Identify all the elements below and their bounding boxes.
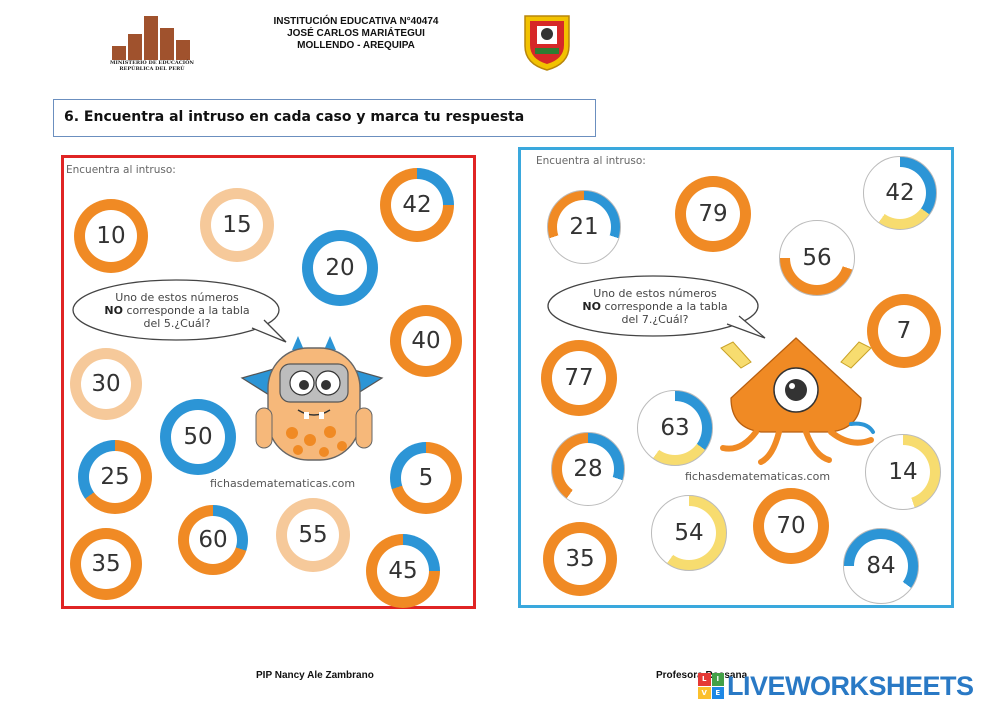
school-line-2: JOSÉ CARLOS MARIÁTEGUI: [287, 28, 425, 39]
right-speech-bubble: Uno de estos números NO corresponde a la…: [547, 274, 766, 339]
right-bubble-line-1: Uno de estos números: [593, 287, 717, 300]
instruction-box: 6. Encuentra al intruso en cada caso y m…: [53, 99, 596, 137]
right-bubble-line-3: del 7.¿Cuál?: [621, 313, 689, 326]
right-monster-icon: [711, 328, 881, 468]
number-option-left-25[interactable]: 25: [78, 440, 152, 514]
left-bubble-line-1: Uno de estos números: [115, 291, 239, 304]
number-option-right-14[interactable]: 14: [865, 434, 941, 510]
school-line-1: INSTITUCIÓN EDUCATIVA N°40474: [273, 16, 439, 27]
left-website-credit: fichasdematematicas.com: [210, 477, 356, 490]
school-heading: INSTITUCIÓN EDUCATIVA N°40474 JOSÉ CARLO…: [240, 16, 472, 52]
liveworksheets-logo-icon: L I V E: [698, 673, 724, 699]
ministry-text: MINISTERIO DE EDUCACIÓN REPÚBLICA DEL PE…: [109, 60, 194, 72]
number-option-left-35[interactable]: 35: [70, 528, 142, 600]
right-panel: Encuentra al intruso: 21 79 42 56 7 77 6…: [518, 147, 954, 608]
ministry-logo-bars: [112, 16, 192, 60]
number-option-left-15[interactable]: 15: [200, 188, 274, 262]
school-crest-icon: [521, 12, 573, 72]
number-option-right-7[interactable]: 7: [867, 294, 941, 368]
liveworksheets-brand[interactable]: L I V E LIVEWORKSHEETS: [698, 670, 974, 702]
number-option-left-50[interactable]: 50: [160, 399, 236, 475]
left-bubble-line-3: del 5.¿Cuál?: [143, 317, 211, 330]
number-option-left-42[interactable]: 42: [380, 168, 454, 242]
left-speech-bubble: Uno de estos números NO corresponde a la…: [72, 278, 287, 343]
number-option-left-30[interactable]: 30: [70, 348, 142, 420]
number-option-left-10[interactable]: 10: [74, 199, 148, 273]
school-line-3: MOLLENDO - AREQUIPA: [297, 40, 415, 51]
number-option-right-84[interactable]: 84: [843, 528, 919, 604]
footer-teacher-left: PIP Nancy Ale Zambrano: [256, 670, 374, 681]
right-website-credit: fichasdematematicas.com: [685, 470, 831, 483]
number-option-right-28[interactable]: 28: [551, 432, 625, 506]
number-option-right-77[interactable]: 77: [541, 340, 617, 416]
number-option-left-55[interactable]: 55: [276, 498, 350, 572]
number-option-left-20[interactable]: 20: [302, 230, 378, 306]
number-option-right-70[interactable]: 70: [753, 488, 829, 564]
number-option-right-21[interactable]: 21: [547, 190, 621, 264]
left-bubble-line-2: corresponde a la tabla: [126, 304, 250, 317]
number-option-right-79[interactable]: 79: [675, 176, 751, 252]
ministry-logo: MINISTERIO DE EDUCACIÓN REPÚBLICA DEL PE…: [108, 12, 196, 78]
liveworksheets-wordmark: LIVEWORKSHEETS: [727, 670, 974, 701]
number-option-right-42[interactable]: 42: [863, 156, 937, 230]
right-panel-label: Encuentra al intruso:: [536, 155, 646, 167]
number-option-right-54[interactable]: 54: [651, 495, 727, 571]
number-option-right-35[interactable]: 35: [543, 522, 617, 596]
number-option-left-45[interactable]: 45: [366, 534, 440, 608]
number-option-left-60[interactable]: 60: [178, 505, 248, 575]
right-bubble-no: NO: [582, 300, 601, 313]
left-bubble-no: NO: [104, 304, 123, 317]
number-option-left-40[interactable]: 40: [390, 305, 462, 377]
number-option-left-5[interactable]: 5: [390, 442, 462, 514]
left-panel-label: Encuentra al intruso:: [66, 164, 176, 176]
right-bubble-line-2: corresponde a la tabla: [604, 300, 728, 313]
number-option-right-63[interactable]: 63: [637, 390, 713, 466]
left-monster-icon: [232, 328, 392, 468]
left-panel: Encuentra al intruso: 10 15 42 20 40 30 …: [61, 155, 476, 609]
instruction-text: 6. Encuentra al intruso en cada caso y m…: [64, 109, 525, 125]
number-option-right-56[interactable]: 56: [779, 220, 855, 296]
